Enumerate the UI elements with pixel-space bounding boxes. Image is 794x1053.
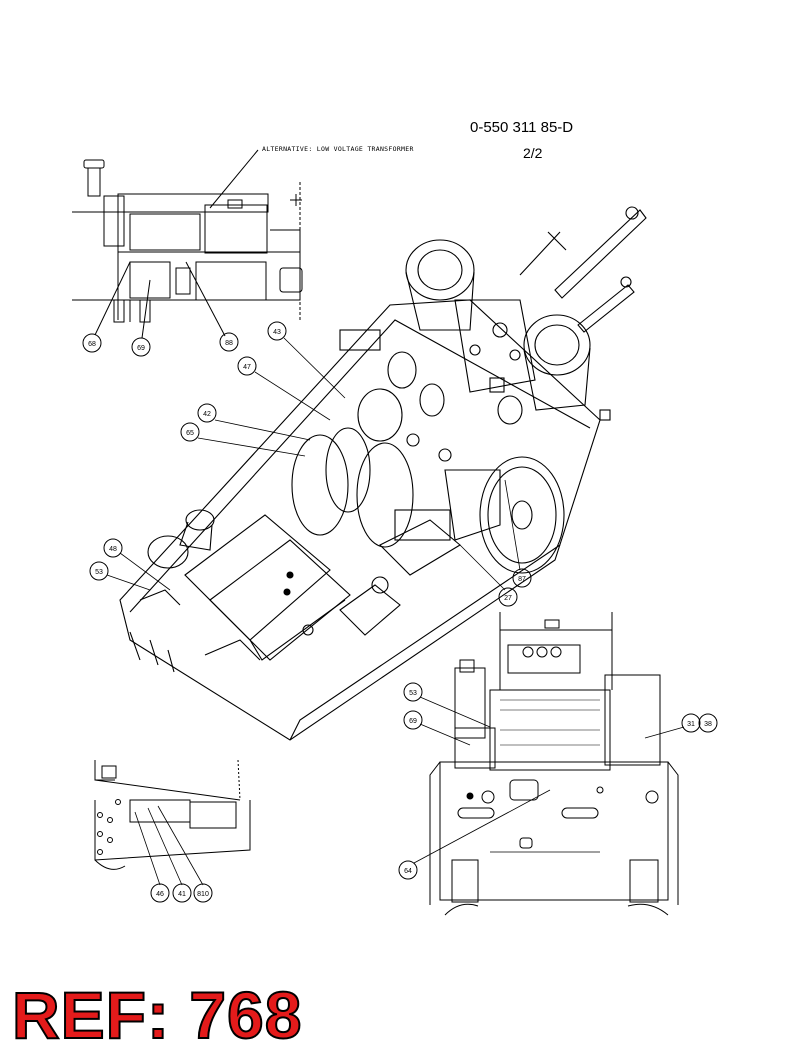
callout-69-b: 69 xyxy=(409,718,417,725)
callout-53-b: 53 xyxy=(409,690,417,697)
callout-48: 48 xyxy=(109,546,117,553)
leaders-front xyxy=(413,696,685,864)
callout-43: 43 xyxy=(273,329,281,336)
callout-bubbles-main xyxy=(89,321,532,607)
sheet-number: 2/2 xyxy=(523,145,543,161)
callout-68-a: 68 xyxy=(88,341,96,348)
callout-bubbles-detail-b xyxy=(150,883,213,903)
callout-47: 47 xyxy=(243,364,251,371)
callout-53-a: 53 xyxy=(95,569,103,576)
callout-46: 46 xyxy=(156,891,164,898)
alternative-note: ALTERNATIVE: LOW VOLTAGE TRANSFORMER xyxy=(262,145,414,153)
callout-bubbles-detail-a xyxy=(82,332,239,357)
reference-stamp: REF: 768 xyxy=(11,978,303,1052)
front-view xyxy=(429,612,679,916)
leaders-main xyxy=(106,337,521,591)
callout-65: 65 xyxy=(186,430,194,437)
main-machine-view xyxy=(119,206,647,741)
callout-42: 42 xyxy=(203,411,211,418)
callout-87: 87 xyxy=(518,576,526,583)
document-number: 0-550 311 85-D xyxy=(470,119,574,136)
callout-64: 64 xyxy=(404,868,412,875)
callout-27: 27 xyxy=(504,595,512,602)
callout-31: 31 xyxy=(687,721,695,728)
callout-810: 810 xyxy=(197,891,209,898)
callout-41: 41 xyxy=(178,891,186,898)
callout-88: 88 xyxy=(225,340,233,347)
detail-transformer xyxy=(72,149,303,339)
detail-bracket xyxy=(94,759,251,870)
callout-bubbles-front xyxy=(398,682,718,880)
callout-labels: 68 69 88 43 47 42 65 48 53 87 27 53 69 3… xyxy=(88,329,712,898)
callout-69-a: 69 xyxy=(137,345,145,352)
leaders-detail-b xyxy=(134,805,204,886)
callout-38: 38 xyxy=(704,721,712,728)
leader-note xyxy=(209,149,259,209)
